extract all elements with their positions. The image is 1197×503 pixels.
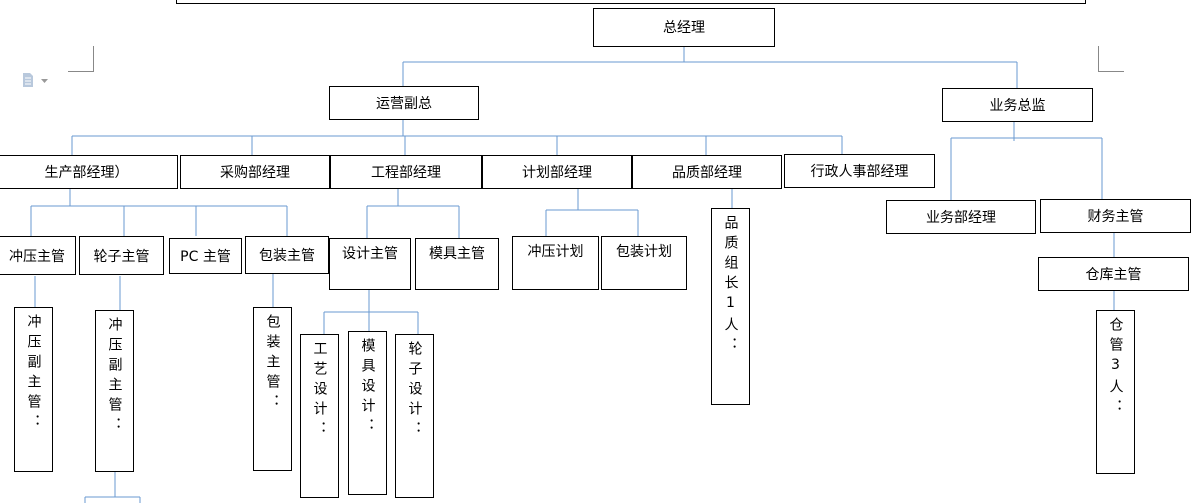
page-corner-mark-left xyxy=(68,46,94,72)
node-purchasing-manager[interactable]: 采购部经理 xyxy=(180,155,330,189)
node-label: 设计主管 xyxy=(342,246,398,262)
node-warehouse-supervisor[interactable]: 仓库主管 xyxy=(1038,257,1189,291)
node-label: 财务主管 xyxy=(1087,209,1144,225)
node-label: 总经理 xyxy=(663,20,705,36)
node-label: PC 主管 xyxy=(180,249,231,265)
connector-ops xyxy=(71,119,843,155)
node-label: 品质组长1人： xyxy=(722,215,739,357)
node-sales-manager[interactable]: 业务部经理 xyxy=(886,200,1036,234)
node-general-manager[interactable]: 总经理 xyxy=(593,8,775,47)
node-label: 包装计划 xyxy=(616,244,672,260)
node-wheel-supervisor[interactable]: 轮子主管 xyxy=(79,236,164,275)
node-label: 模具主管 xyxy=(429,246,485,262)
node-label: 轮子设计： xyxy=(406,341,423,441)
node-engineering-manager[interactable]: 工程部经理 xyxy=(330,155,482,189)
node-production-manager[interactable]: 生产部经理） xyxy=(0,155,178,189)
caret-down-icon[interactable] xyxy=(41,79,48,84)
node-label: 工艺设计： xyxy=(311,341,328,441)
node-label: 运营副总 xyxy=(376,96,432,112)
node-quality-manager[interactable]: 品质部经理 xyxy=(632,155,782,189)
node-finance-supervisor[interactable]: 财务主管 xyxy=(1040,199,1191,233)
node-label: 业务总监 xyxy=(989,98,1046,114)
node-label: 行政人事部经理 xyxy=(810,164,909,180)
connector-bottom xyxy=(84,471,141,503)
node-label: 冲压副主管： xyxy=(25,314,42,434)
node-process-design[interactable]: 工艺设计： xyxy=(300,334,339,498)
node-label: 仓库主管 xyxy=(1085,267,1142,283)
node-label: 业务部经理 xyxy=(926,210,996,226)
node-label: 包装主管 xyxy=(259,248,315,264)
node-label: 轮子主管 xyxy=(93,248,150,265)
connector-engineering xyxy=(323,189,460,334)
node-packing-super[interactable]: 包装主管： xyxy=(253,307,292,471)
node-label: 包装主管： xyxy=(264,314,281,414)
node-packing-supervisor[interactable]: 包装主管 xyxy=(245,236,329,274)
node-label: 采购部经理 xyxy=(220,165,290,181)
node-label: 冲压计划 xyxy=(527,244,584,260)
node-label: 品质部经理 xyxy=(672,165,742,181)
node-packing-plan[interactable]: 包装计划 xyxy=(601,236,687,290)
node-stamping-deputy-2[interactable]: 冲压副主管： xyxy=(95,310,134,472)
node-label: 冲压主管 xyxy=(9,248,65,265)
node-label: 工程部经理 xyxy=(371,165,441,181)
node-mold-design[interactable]: 模具设计： xyxy=(348,331,387,495)
node-stamping-supervisor[interactable]: 冲压主管 xyxy=(0,236,76,275)
connector-production xyxy=(30,188,288,310)
node-quality-leader[interactable]: 品质组长1人： xyxy=(711,208,750,405)
node-design-supervisor[interactable]: 设计主管 xyxy=(329,238,411,290)
node-stamping-plan[interactable]: 冲压计划 xyxy=(512,236,599,290)
node-admin-hr-manager[interactable]: 行政人事部经理 xyxy=(784,154,935,188)
page-corner-mark-right xyxy=(1098,46,1124,72)
document-icon[interactable] xyxy=(22,73,34,87)
node-pc-supervisor[interactable]: PC 主管 xyxy=(169,238,242,274)
node-planning-manager[interactable]: 计划部经理 xyxy=(482,155,632,189)
node-mold-supervisor[interactable]: 模具主管 xyxy=(415,238,499,290)
node-stamping-deputy-1[interactable]: 冲压副主管： xyxy=(14,307,53,472)
node-wheel-design[interactable]: 轮子设计： xyxy=(395,334,434,498)
node-biz-director[interactable]: 业务总监 xyxy=(942,88,1093,122)
node-label: 计划部经理 xyxy=(522,165,592,181)
node-label: 模具设计： xyxy=(359,338,376,438)
node-label: 冲压副主管： xyxy=(106,317,123,437)
node-label: 生产部经理） xyxy=(44,165,129,181)
node-label: 仓管3人： xyxy=(1107,317,1124,419)
node-ops-vp[interactable]: 运营副总 xyxy=(329,86,479,120)
connector-root xyxy=(402,46,1018,89)
page-top-rule xyxy=(176,0,1086,4)
connector-planning xyxy=(545,189,639,236)
node-warehouse-keeper[interactable]: 仓管3人： xyxy=(1096,310,1135,474)
connector-biz xyxy=(950,121,1115,310)
